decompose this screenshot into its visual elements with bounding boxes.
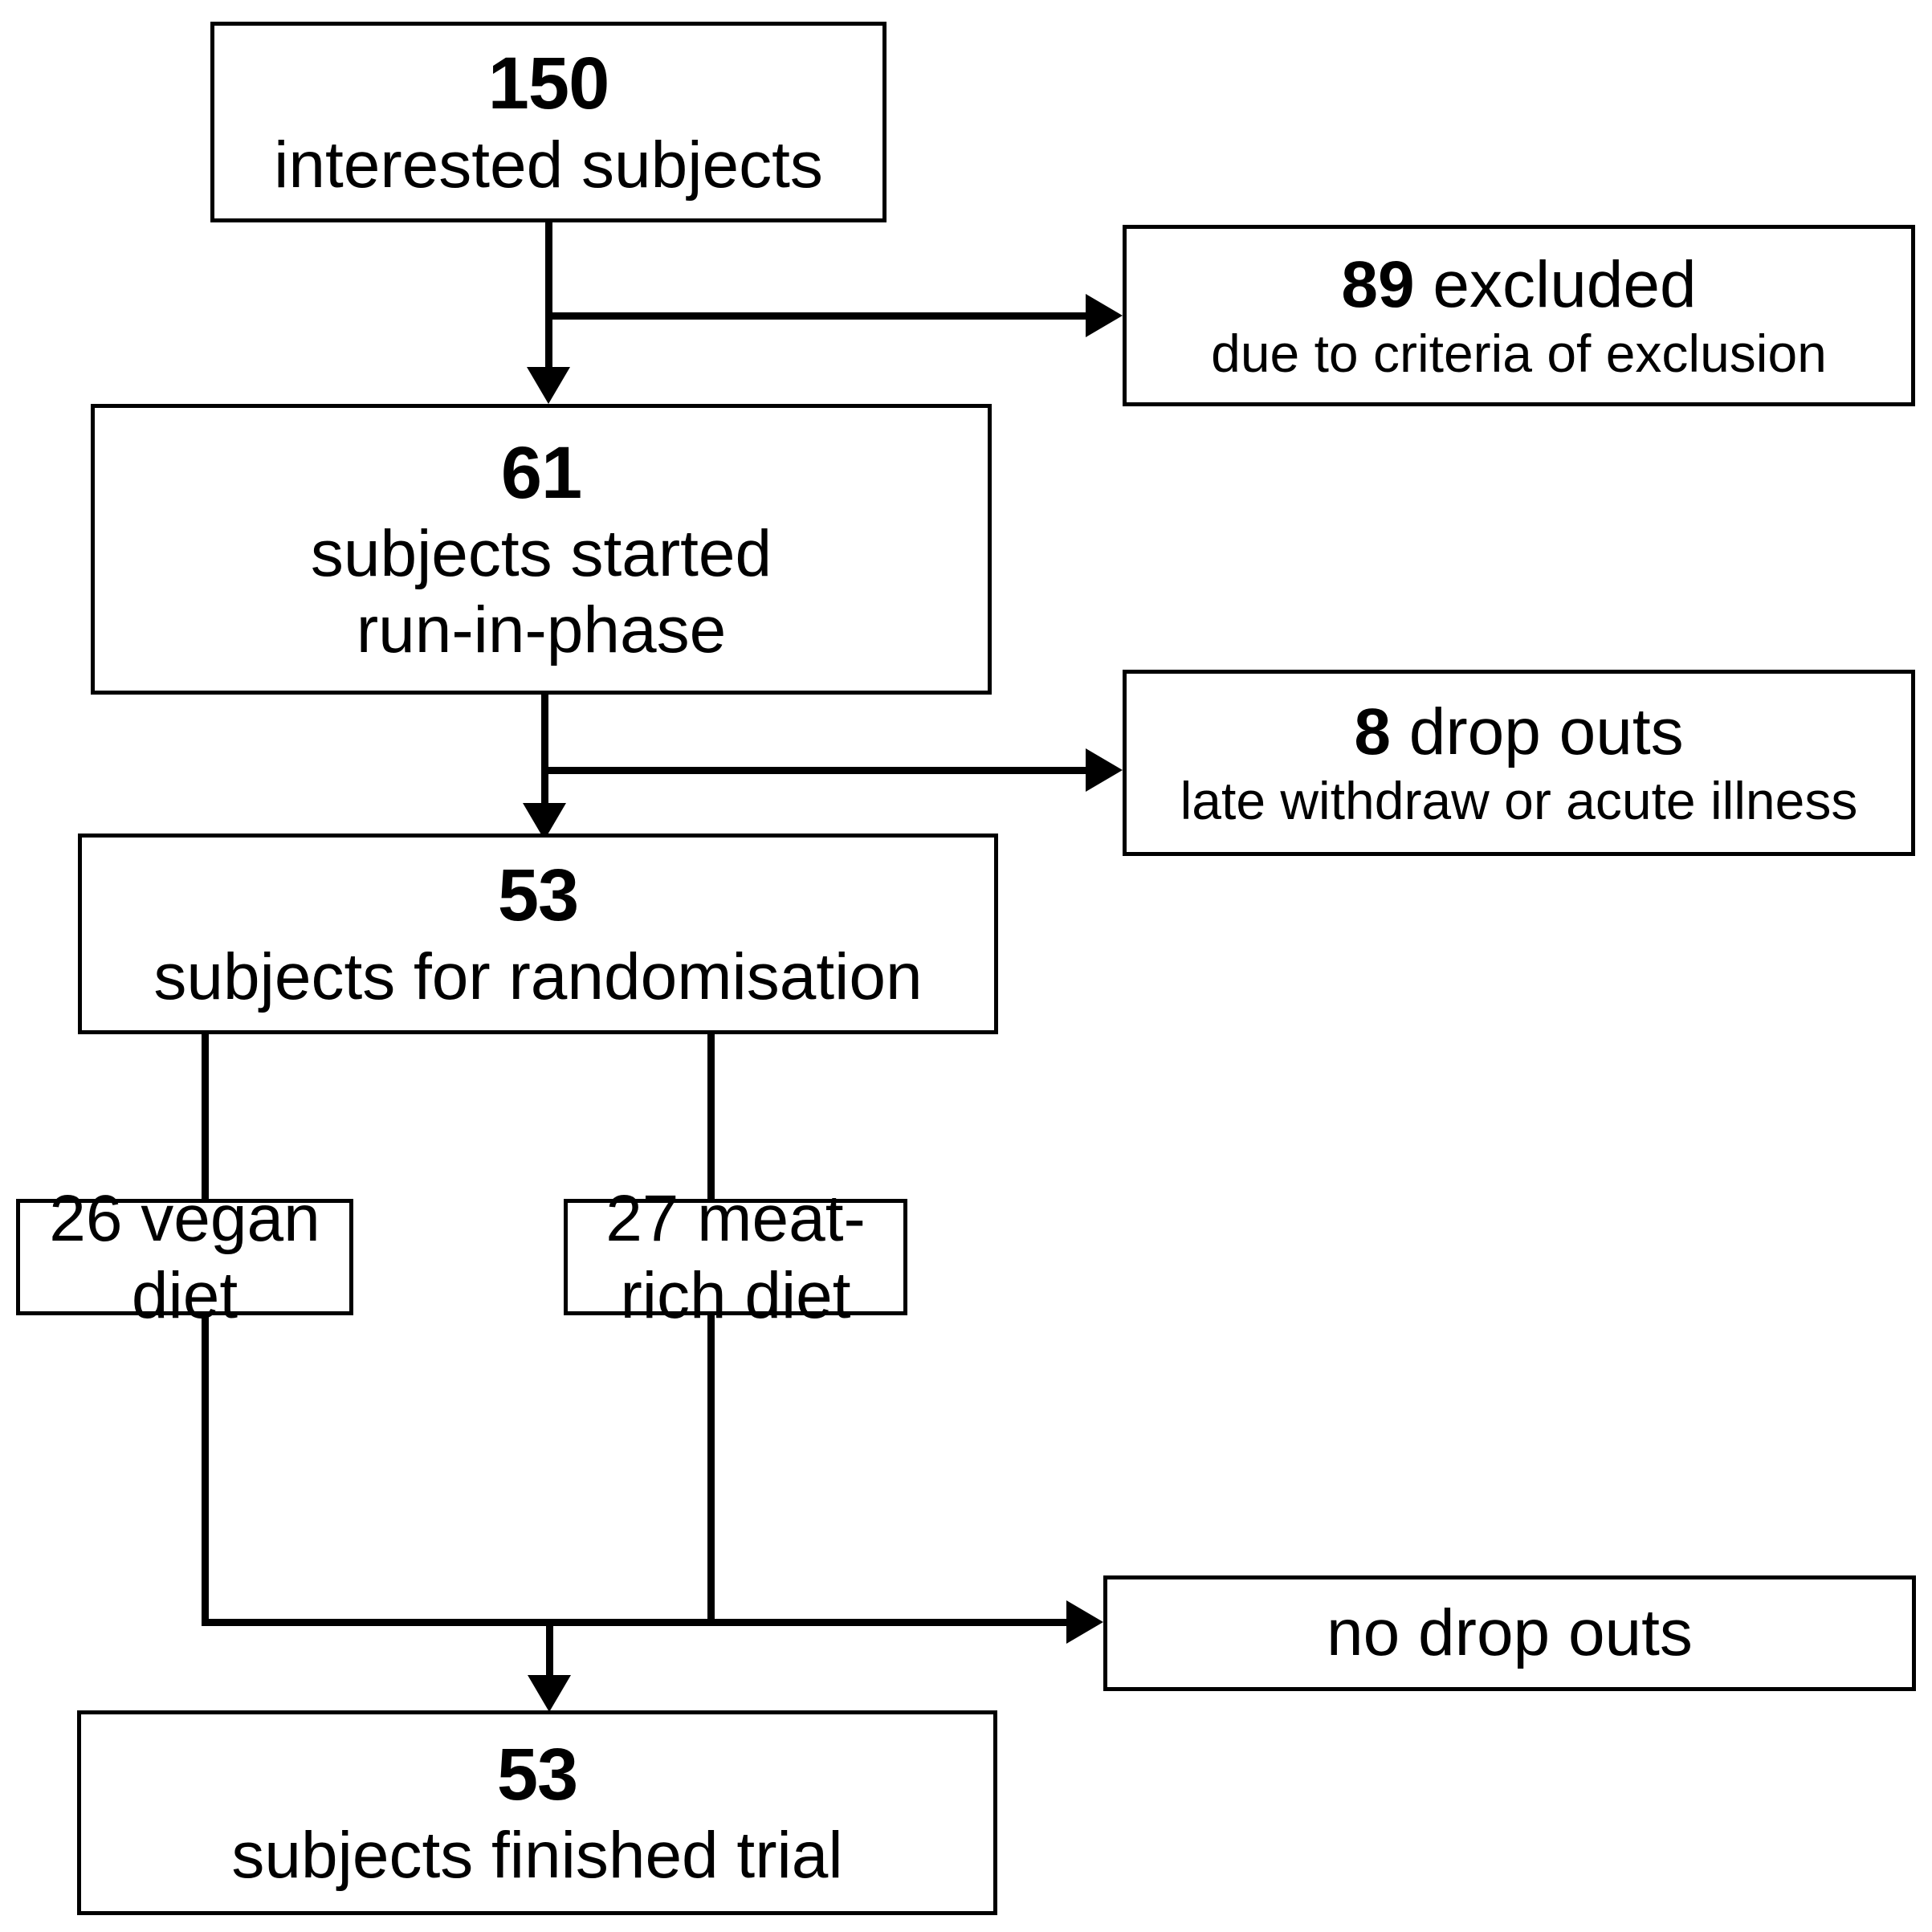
dropouts-runin-detail: late withdraw or acute illness — [1180, 771, 1858, 831]
node-no-dropouts[interactable]: no drop outs — [1103, 1575, 1916, 1691]
connector-interested-to-excluded-hline — [545, 312, 1086, 320]
connector-arms-to-nodropouts-hline — [202, 1619, 1066, 1626]
finished-label: subjects finished trial — [231, 1819, 843, 1893]
runin-label-line2: run-in-phase — [356, 593, 727, 667]
connector-randomisation-to-vegan-vline — [202, 1034, 209, 1203]
connector-randomisation-to-meat-vline — [707, 1034, 715, 1203]
randomisation-count: 53 — [497, 854, 579, 937]
arrowhead-interested-to-runin — [527, 367, 570, 404]
interested-label: interested subjects — [274, 128, 823, 202]
arrowhead-arms-to-nodropouts — [1066, 1600, 1103, 1644]
dropouts-runin-headline: 8 drop outs — [1354, 695, 1684, 769]
connector-interested-to-runin-vline — [545, 222, 552, 372]
node-meat-arm[interactable]: 27 meat-rich diet — [564, 1182, 907, 1332]
connector-meat-to-rail-vline — [707, 1311, 715, 1626]
finished-count: 53 — [496, 1733, 578, 1816]
node-randomisation[interactable]: 53 subjects for randomisation — [78, 834, 998, 1034]
node-interested-subjects[interactable]: 150 interested subjects — [210, 22, 887, 222]
connector-rail-to-finished-vline — [546, 1619, 553, 1680]
arrowhead-interested-to-excluded — [1086, 294, 1123, 337]
randomisation-label: subjects for randomisation — [153, 940, 923, 1013]
arrowhead-runin-to-dropouts — [1086, 748, 1123, 792]
connector-runin-to-randomisation-vline — [541, 695, 548, 828]
excluded-headline: 89 excluded — [1341, 248, 1697, 322]
node-finished-trial[interactable]: 53 subjects finished trial — [77, 1710, 997, 1915]
excluded-detail: due to criteria of exclusion — [1211, 324, 1827, 384]
node-excluded[interactable]: 89 excluded due to criteria of exclusion — [1123, 225, 1915, 406]
runin-count: 61 — [500, 431, 582, 514]
meat-label: 27 meat-rich diet — [605, 1182, 866, 1332]
arrowhead-rail-to-finished — [528, 1675, 571, 1712]
node-dropouts-runin[interactable]: 8 drop outs late withdraw or acute illne… — [1123, 670, 1915, 856]
vegan-label: 26 vegan diet — [49, 1182, 320, 1332]
no-dropouts-label: no drop outs — [1327, 1596, 1693, 1670]
runin-label-line1: subjects started — [310, 517, 772, 591]
connector-vegan-to-rail-vline — [202, 1311, 209, 1626]
node-run-in-phase[interactable]: 61 subjects started run-in-phase — [91, 404, 992, 695]
node-vegan-arm[interactable]: 26 vegan diet — [16, 1182, 353, 1332]
connector-runin-to-dropouts-hline — [541, 767, 1086, 774]
interested-count: 150 — [487, 43, 609, 125]
